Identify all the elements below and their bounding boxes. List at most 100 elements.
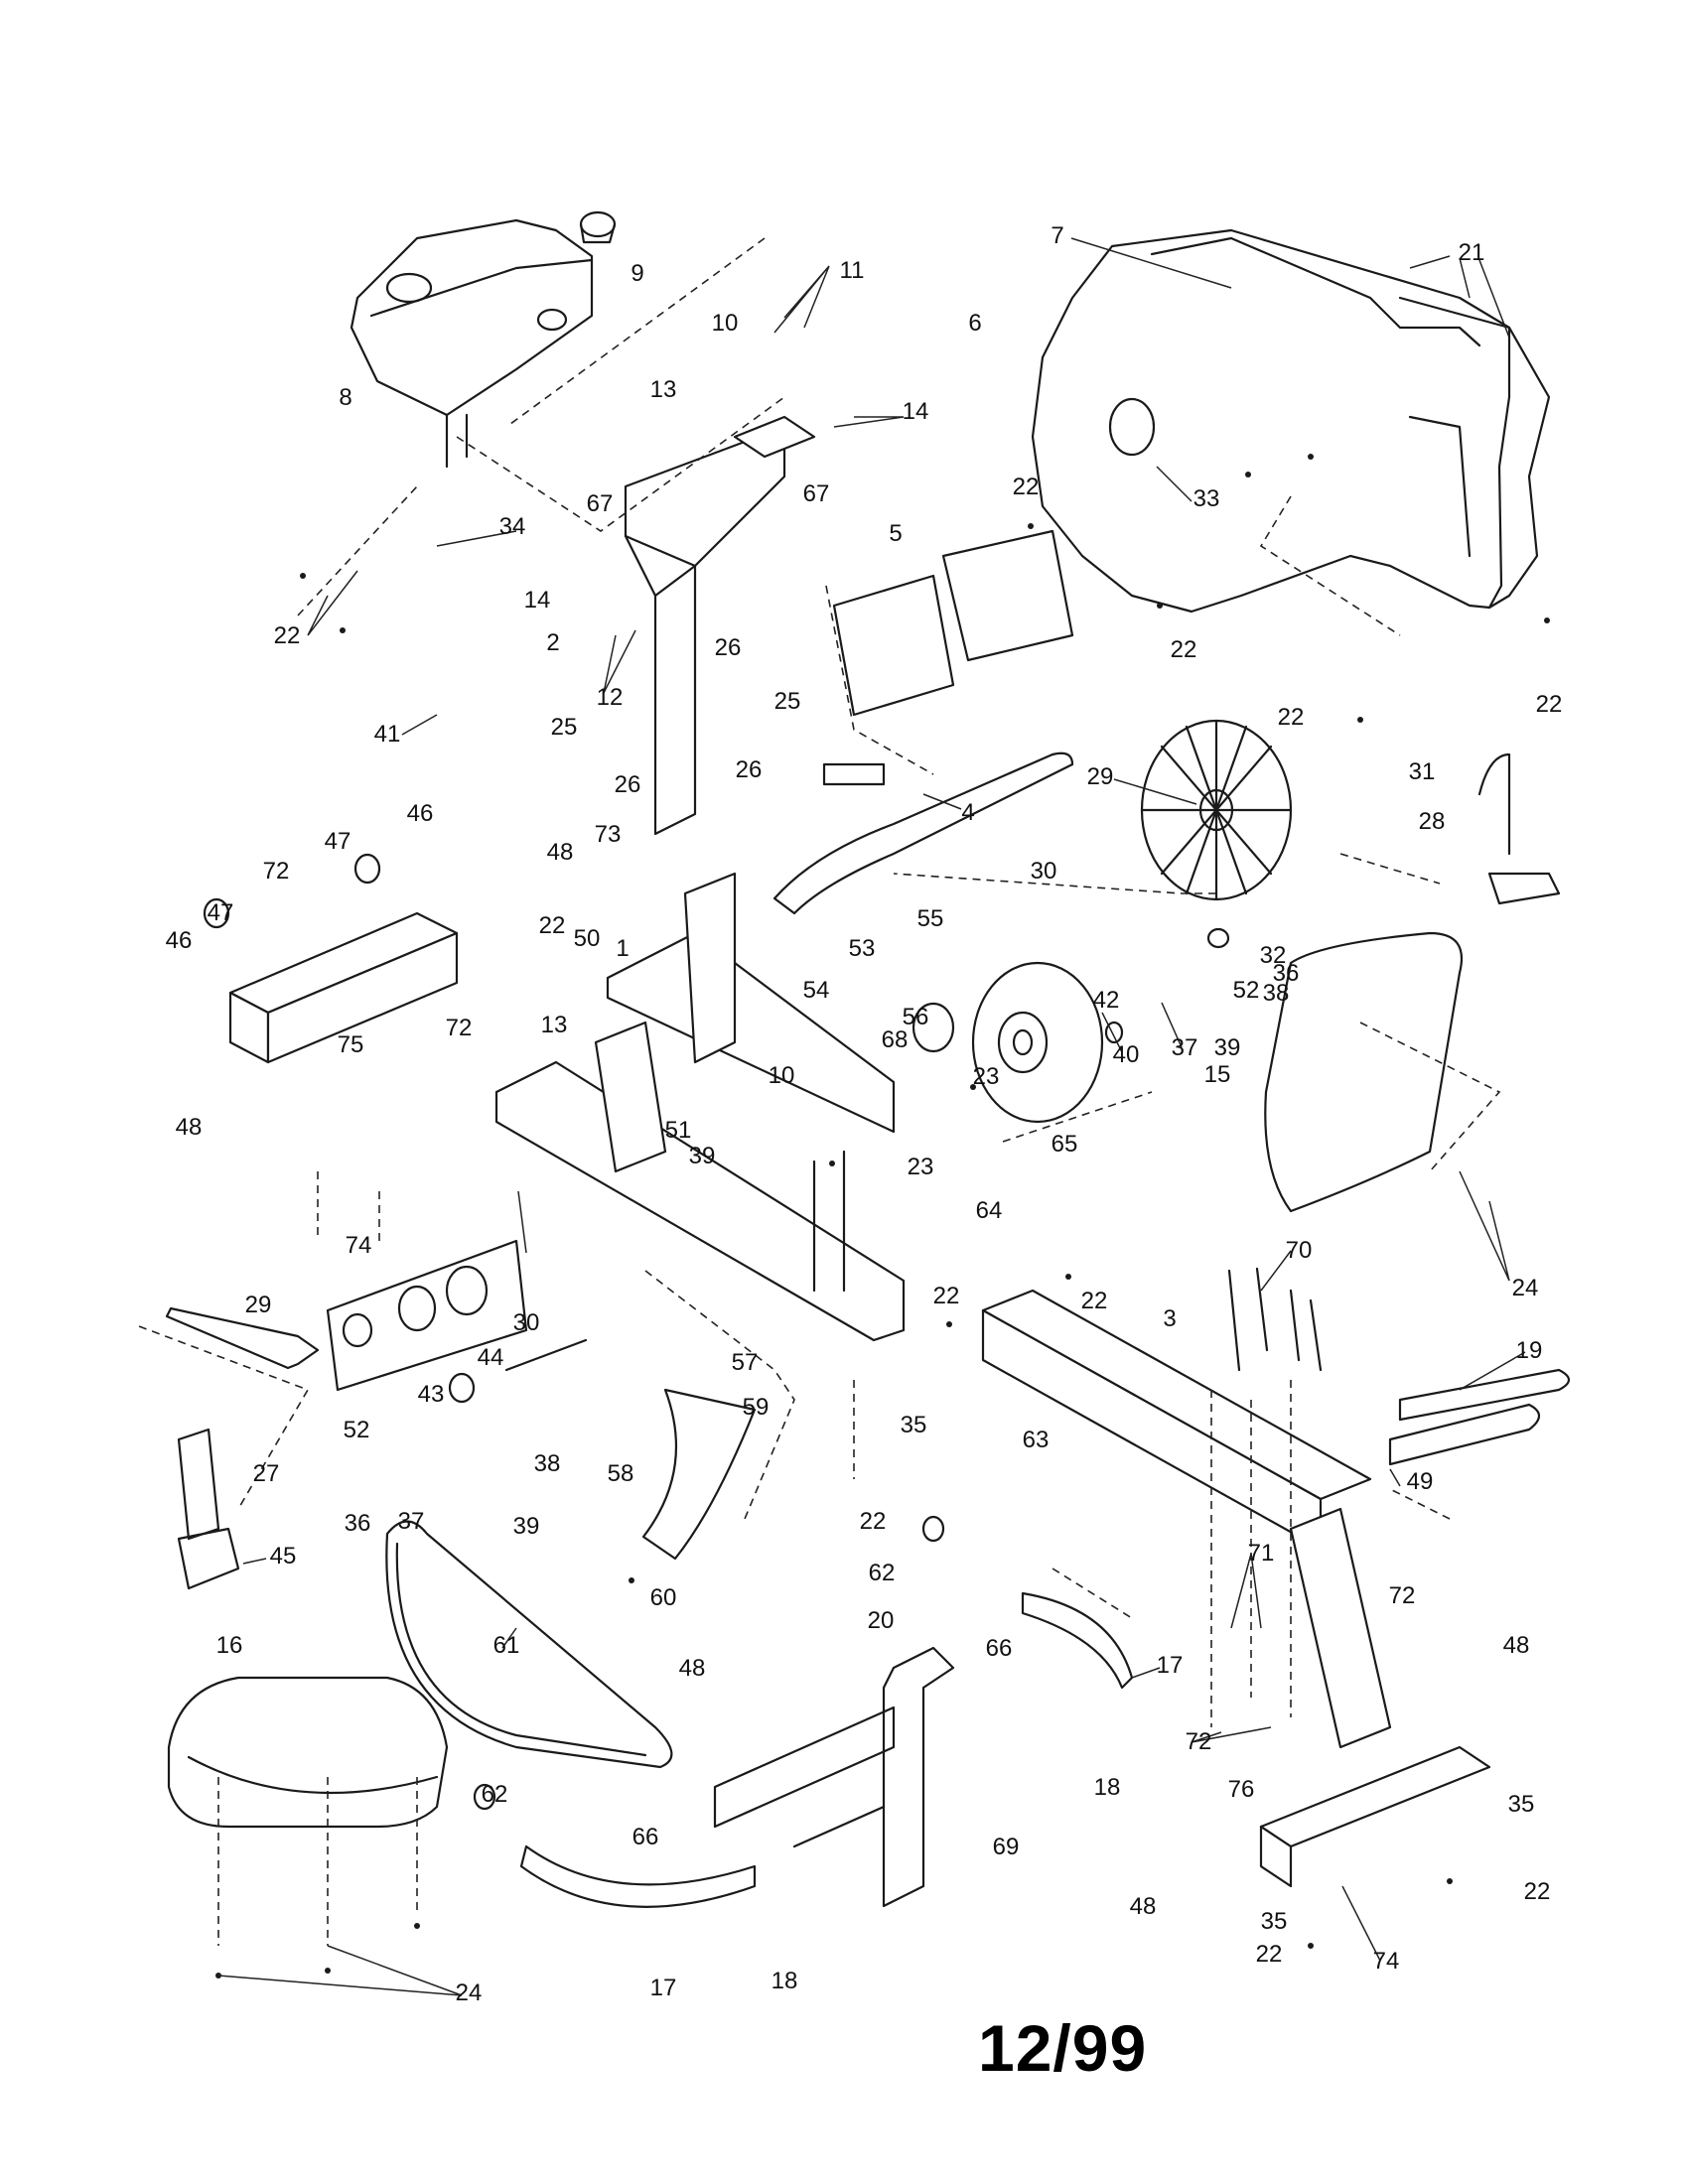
part-callout-74: 74 xyxy=(346,1232,372,1259)
part-callout-30: 30 xyxy=(1031,858,1057,885)
part-callout-36: 36 xyxy=(345,1510,371,1537)
part-callout-49: 49 xyxy=(1407,1468,1434,1495)
part-callout-53: 53 xyxy=(849,935,876,962)
part-callout-4: 4 xyxy=(961,799,974,826)
part-callout-54: 54 xyxy=(803,977,830,1004)
part-callout-52: 52 xyxy=(1233,977,1260,1004)
hardware-pack-part xyxy=(832,529,1074,717)
side-shield-part xyxy=(1031,228,1511,614)
foam-grip-part xyxy=(1388,1368,1571,1466)
part-callout-66: 66 xyxy=(986,1635,1013,1662)
rear-frame-part xyxy=(981,1289,1491,1888)
part-callout-1: 1 xyxy=(616,935,629,962)
part-callout-61: 61 xyxy=(493,1632,520,1659)
part-callout-22: 22 xyxy=(274,622,301,649)
part-callout-66: 66 xyxy=(632,1824,659,1850)
seat-cushion-part xyxy=(167,1676,449,1829)
part-callout-26: 26 xyxy=(736,756,763,783)
part-callout-32: 32 xyxy=(1260,942,1287,969)
knob-part xyxy=(579,210,617,244)
part-callout-23: 23 xyxy=(973,1063,1000,1090)
part-callout-22: 22 xyxy=(1536,691,1563,718)
part-callout-30: 30 xyxy=(513,1309,540,1336)
part-callout-35: 35 xyxy=(1261,1908,1288,1935)
part-callout-22: 22 xyxy=(1171,636,1197,663)
part-callout-25: 25 xyxy=(551,714,578,741)
part-callout-67: 67 xyxy=(587,490,614,517)
part-callout-57: 57 xyxy=(732,1349,759,1376)
part-callout-29: 29 xyxy=(245,1292,272,1318)
backrest-part xyxy=(1264,931,1464,1213)
part-callout-68: 68 xyxy=(882,1026,909,1053)
hardware-fasteners xyxy=(203,454,1550,1979)
part-callout-27: 27 xyxy=(253,1460,280,1487)
flywheel-part xyxy=(971,961,1104,1124)
pedal-part xyxy=(177,752,1561,1590)
part-callout-46: 46 xyxy=(407,800,434,827)
part-callout-72: 72 xyxy=(1186,1728,1212,1755)
part-callout-39: 39 xyxy=(513,1513,540,1540)
part-callout-31: 31 xyxy=(1409,758,1436,785)
part-callout-19: 19 xyxy=(1516,1337,1543,1364)
part-callout-38: 38 xyxy=(534,1450,561,1477)
part-callout-48: 48 xyxy=(1130,1893,1157,1920)
upright-part xyxy=(624,415,816,836)
part-callout-50: 50 xyxy=(574,925,601,952)
console-part xyxy=(350,218,594,469)
part-callout-76: 76 xyxy=(1228,1776,1255,1803)
part-callout-9: 9 xyxy=(631,260,643,287)
part-callout-40: 40 xyxy=(1113,1041,1140,1068)
part-callout-39: 39 xyxy=(689,1143,716,1169)
part-callout-72: 72 xyxy=(1389,1582,1416,1609)
part-callout-18: 18 xyxy=(772,1968,798,1994)
revision-code: 12/99 xyxy=(978,2011,1148,2085)
part-callout-34: 34 xyxy=(499,513,526,540)
part-callout-24: 24 xyxy=(456,1979,483,2006)
part-callout-55: 55 xyxy=(917,905,944,932)
side-shield-inner-part xyxy=(1398,296,1551,610)
drive-belt-part xyxy=(385,1520,673,1769)
part-callout-10: 10 xyxy=(769,1062,795,1089)
part-callout-48: 48 xyxy=(1503,1632,1530,1659)
part-callout-20: 20 xyxy=(868,1607,895,1634)
part-callout-14: 14 xyxy=(903,398,929,425)
part-callout-36: 36 xyxy=(1273,960,1300,987)
part-callout-62: 62 xyxy=(482,1781,508,1808)
pulley-part xyxy=(1140,719,1293,901)
part-callout-22: 22 xyxy=(1256,1941,1283,1968)
part-callout-13: 13 xyxy=(541,1012,568,1038)
part-callout-75: 75 xyxy=(338,1031,364,1058)
part-callout-59: 59 xyxy=(743,1394,770,1421)
part-callout-72: 72 xyxy=(446,1015,473,1041)
part-callout-17: 17 xyxy=(1157,1652,1184,1679)
magnetic-brake-part xyxy=(641,1388,757,1561)
part-callout-22: 22 xyxy=(933,1283,960,1309)
part-callout-35: 35 xyxy=(901,1412,927,1438)
front-stabilizer-part xyxy=(228,911,459,1064)
part-callout-65: 65 xyxy=(1052,1131,1078,1158)
seat-frame-part xyxy=(713,1646,955,1908)
part-callout-44: 44 xyxy=(478,1344,504,1371)
part-callout-22: 22 xyxy=(1013,474,1040,500)
part-callout-70: 70 xyxy=(1286,1237,1313,1264)
crank-arm-part xyxy=(165,1306,320,1370)
part-callout-47: 47 xyxy=(325,828,351,855)
part-callout-52: 52 xyxy=(344,1417,370,1443)
part-callout-35: 35 xyxy=(1508,1791,1535,1818)
part-callout-6: 6 xyxy=(968,310,981,337)
part-callout-63: 63 xyxy=(1023,1427,1050,1453)
part-callout-23: 23 xyxy=(908,1154,934,1180)
part-callout-38: 38 xyxy=(1263,980,1290,1007)
part-callout-22: 22 xyxy=(1278,704,1305,731)
part-callout-46: 46 xyxy=(166,927,193,954)
part-callout-60: 60 xyxy=(650,1584,677,1611)
part-callout-58: 58 xyxy=(608,1460,634,1487)
assembly-lines xyxy=(138,237,1501,1946)
part-callout-3: 3 xyxy=(1163,1305,1176,1332)
part-callout-33: 33 xyxy=(1193,485,1220,512)
part-callout-18: 18 xyxy=(1094,1774,1121,1801)
part-callout-29: 29 xyxy=(1087,763,1114,790)
part-callout-37: 37 xyxy=(1172,1034,1198,1061)
main-frame-part xyxy=(494,872,906,1342)
